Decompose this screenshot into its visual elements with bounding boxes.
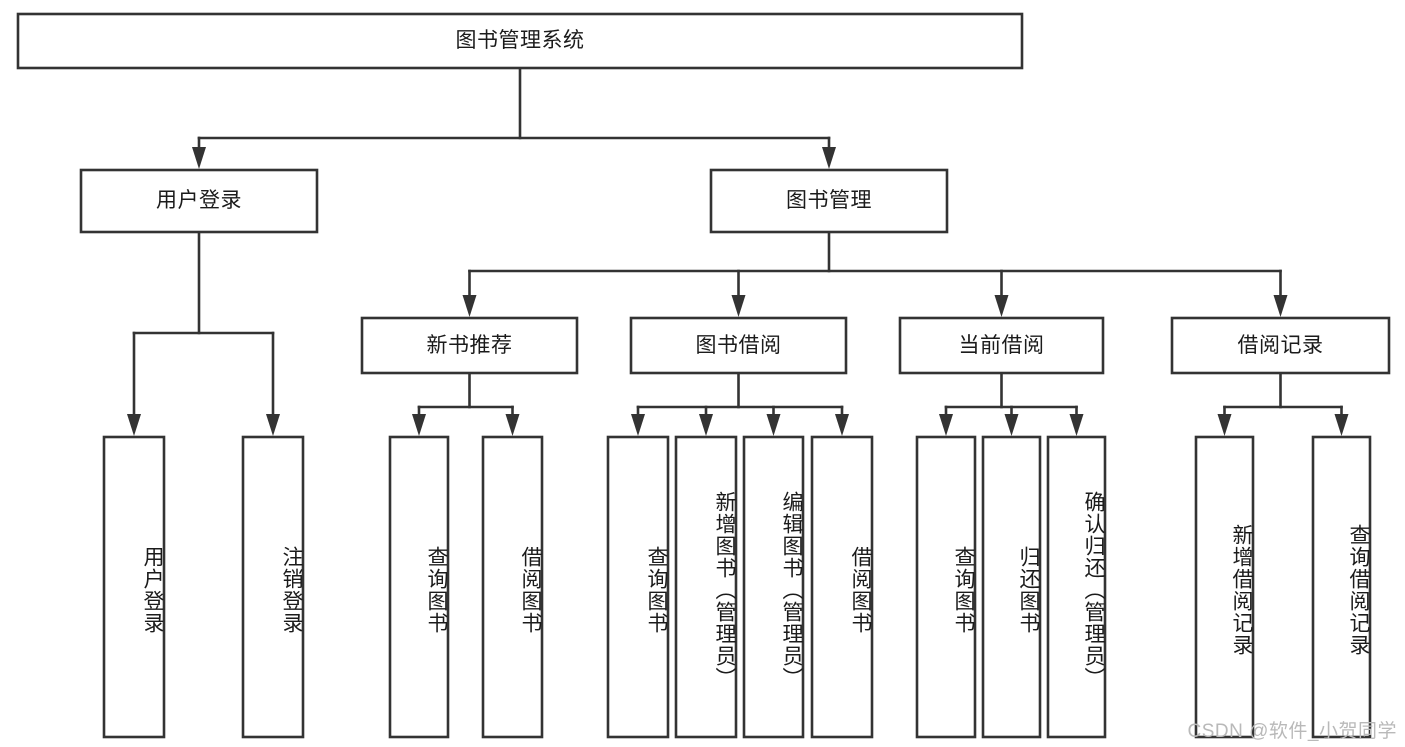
- node-book-borrow[interactable]: [629, 316, 848, 375]
- node-root[interactable]: [16, 12, 1024, 70]
- arrow-head-icon: [412, 414, 426, 436]
- node-leaf-add-book-admin[interactable]: [674, 435, 738, 739]
- arrow-head-icon: [1273, 295, 1288, 317]
- arrow-head-icon: [1217, 414, 1232, 436]
- arrow-head-icon: [939, 414, 953, 436]
- node-current-borrow[interactable]: [898, 316, 1105, 375]
- node-leaf-confirm-return[interactable]: [1046, 435, 1107, 739]
- node-boxes: [16, 12, 1391, 739]
- arrow-head-icon: [699, 414, 713, 436]
- node-leaf-add-record[interactable]: [1194, 435, 1255, 739]
- node-new-book-recommend[interactable]: [360, 316, 579, 375]
- arrow-head-icon: [766, 414, 781, 436]
- arrow-head-icon: [1004, 414, 1019, 436]
- arrow-head-icon: [1069, 414, 1084, 436]
- arrow-head-icon: [192, 147, 206, 169]
- node-leaf-user-login[interactable]: [102, 435, 166, 739]
- arrow-head-icon: [731, 295, 746, 317]
- arrow-head-icon: [127, 414, 141, 436]
- node-leaf-query-record[interactable]: [1311, 435, 1372, 739]
- node-leaf-return-book[interactable]: [981, 435, 1042, 739]
- arrow-head-icon: [1334, 414, 1349, 436]
- node-leaf-user-logout[interactable]: [241, 435, 305, 739]
- arrow-head-icon: [822, 147, 836, 169]
- arrow-head-icon: [994, 295, 1009, 317]
- arrow-head-icon: [266, 414, 280, 436]
- node-leaf-query-book-2[interactable]: [606, 435, 670, 739]
- node-leaf-borrow-book-1[interactable]: [481, 435, 544, 739]
- node-book-manage[interactable]: [709, 168, 949, 234]
- arrow-head-icon: [835, 414, 849, 436]
- node-leaf-borrow-book-2[interactable]: [810, 435, 874, 739]
- arrow-head-icon: [505, 414, 520, 436]
- node-user-login[interactable]: [79, 168, 319, 234]
- node-leaf-edit-book-admin[interactable]: [742, 435, 805, 739]
- arrow-head-icon: [631, 414, 645, 436]
- node-borrow-record[interactable]: [1170, 316, 1391, 375]
- node-leaf-query-book-1[interactable]: [388, 435, 450, 739]
- arrow-head-icon: [462, 295, 477, 317]
- connector-lines: [127, 66, 1349, 436]
- node-leaf-query-book-3[interactable]: [915, 435, 977, 739]
